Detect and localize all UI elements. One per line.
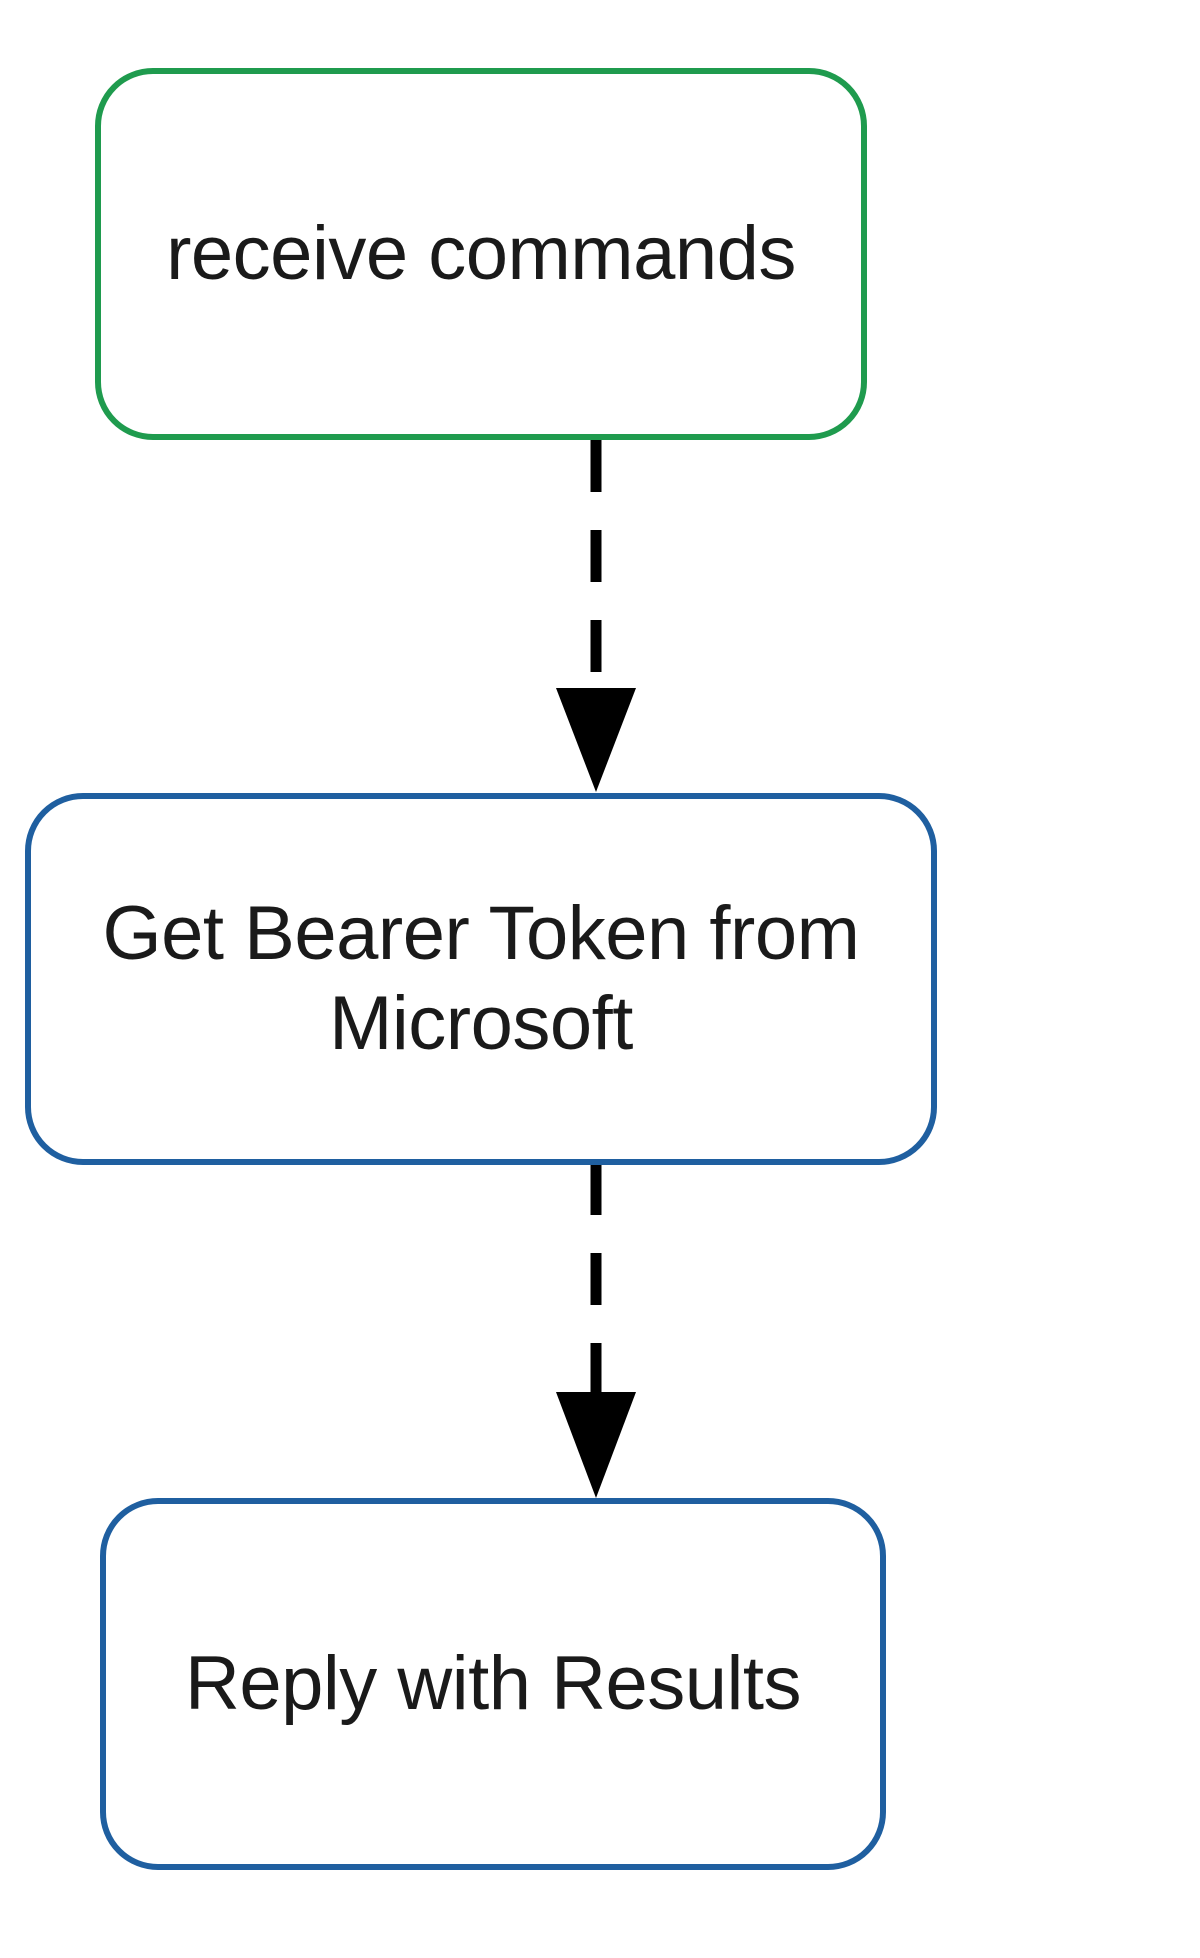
- edge-token-to-reply-arrowhead: [556, 1392, 636, 1498]
- edge-receive-to-token-arrowhead: [556, 688, 636, 792]
- node-receive-commands[interactable]: receive commands: [95, 68, 867, 440]
- node-receive-commands-label: receive commands: [166, 211, 796, 297]
- node-get-bearer-token-label: Get Bearer Token from Microsoft: [102, 891, 860, 1066]
- node-get-bearer-token[interactable]: Get Bearer Token from Microsoft: [25, 793, 937, 1165]
- node-reply-with-results-label: Reply with Results: [184, 1641, 802, 1727]
- node-reply-with-results[interactable]: Reply with Results: [100, 1498, 886, 1870]
